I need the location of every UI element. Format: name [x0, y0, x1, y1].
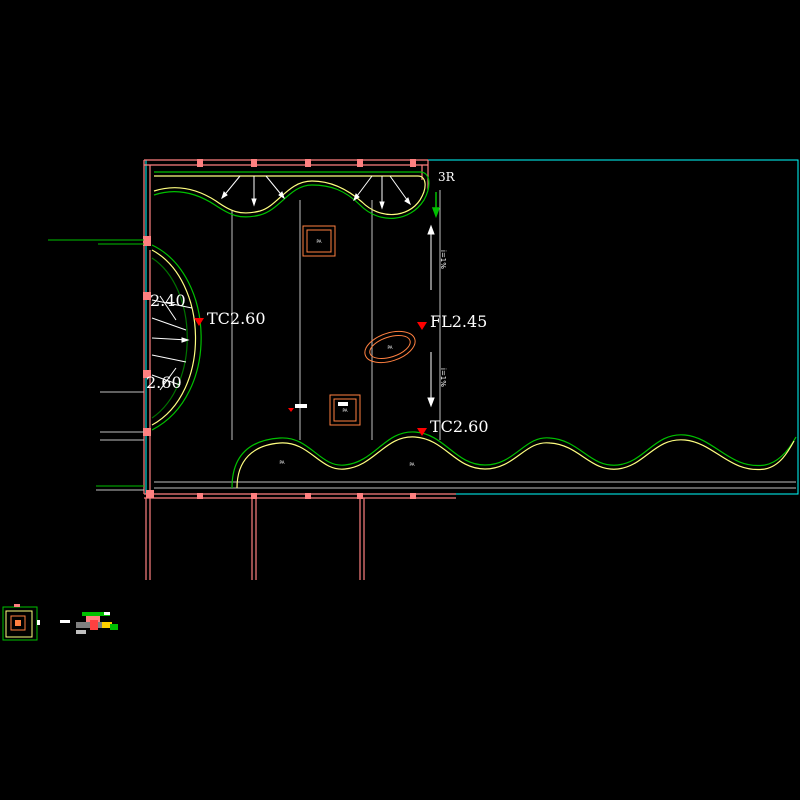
planter-box-2: [329, 394, 361, 426]
tc-left-label: TC2.60: [207, 309, 266, 328]
wall-posts: [143, 159, 416, 499]
small-tag-1: [295, 404, 307, 408]
top-wavy-planter: [153, 171, 430, 219]
left-radial-lines: [151, 295, 193, 391]
detail-thumbnail-2: [60, 612, 118, 634]
level-left-upper: 2.40: [150, 291, 186, 310]
grid-lines: [154, 190, 796, 489]
slope-arrow-upper: [427, 224, 435, 290]
bottom-wavy-planter: [231, 431, 797, 489]
perimeter-walls: [143, 159, 456, 580]
fl-mid-marker: [417, 322, 427, 330]
left-semicircle-planter: [151, 244, 202, 431]
tc-bottom-label: TC2.60: [430, 417, 489, 436]
slope-arrow-lower: [427, 352, 435, 408]
tag-3r: 3R: [438, 170, 456, 184]
top-drain-arrows: [221, 175, 411, 210]
left-external-lines: [48, 239, 144, 491]
small-red-marker: [288, 408, 294, 412]
bed-1-label: PA: [280, 460, 285, 465]
detail-thumbnail-1: [2, 604, 40, 641]
slope-upper-label: i=1%: [439, 250, 447, 269]
planter-1-label: PA: [317, 239, 322, 244]
fl-mid-label: FL2.45: [430, 312, 487, 331]
planter-2-label: PA: [343, 408, 348, 413]
oval-planter-label: PA: [388, 345, 393, 350]
tc-bottom-marker: [417, 428, 427, 436]
level-left-lower: 2.60: [146, 373, 182, 392]
tc-left-marker: [194, 318, 204, 326]
bed-2-label: PA: [410, 462, 415, 467]
slope-lower-label: i=1%: [439, 368, 447, 387]
small-tag-2: [338, 402, 348, 406]
planter-box-1: [302, 225, 336, 257]
green-arrow: [431, 192, 441, 219]
oval-planter: [364, 330, 416, 364]
